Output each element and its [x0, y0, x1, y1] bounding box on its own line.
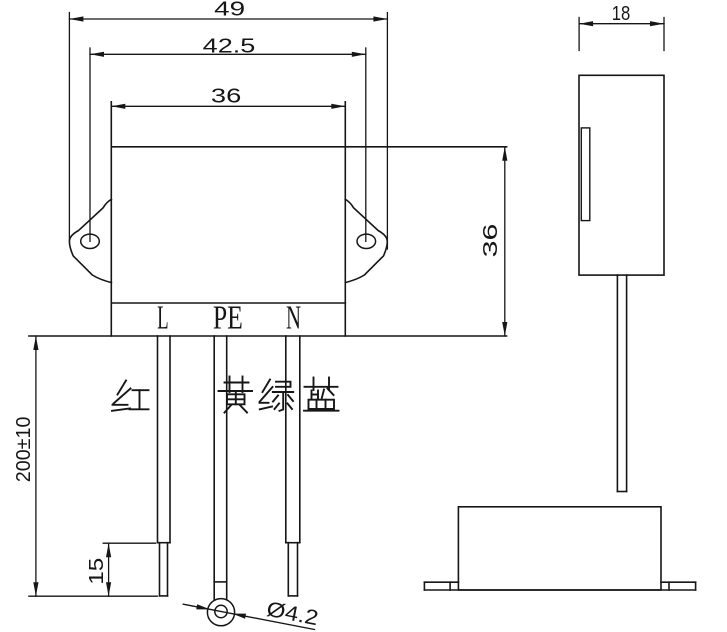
svg-text:42.5: 42.5 [203, 35, 256, 57]
svg-text:L: L [157, 300, 169, 337]
svg-text:36: 36 [211, 86, 241, 108]
svg-text:18: 18 [612, 3, 631, 25]
svg-text:49: 49 [214, 0, 245, 21]
svg-text:N: N [286, 300, 301, 337]
svg-text:15: 15 [86, 558, 108, 585]
svg-text:200±10: 200±10 [13, 417, 35, 483]
svg-text:36: 36 [480, 224, 502, 258]
svg-text:PE: PE [213, 300, 243, 337]
